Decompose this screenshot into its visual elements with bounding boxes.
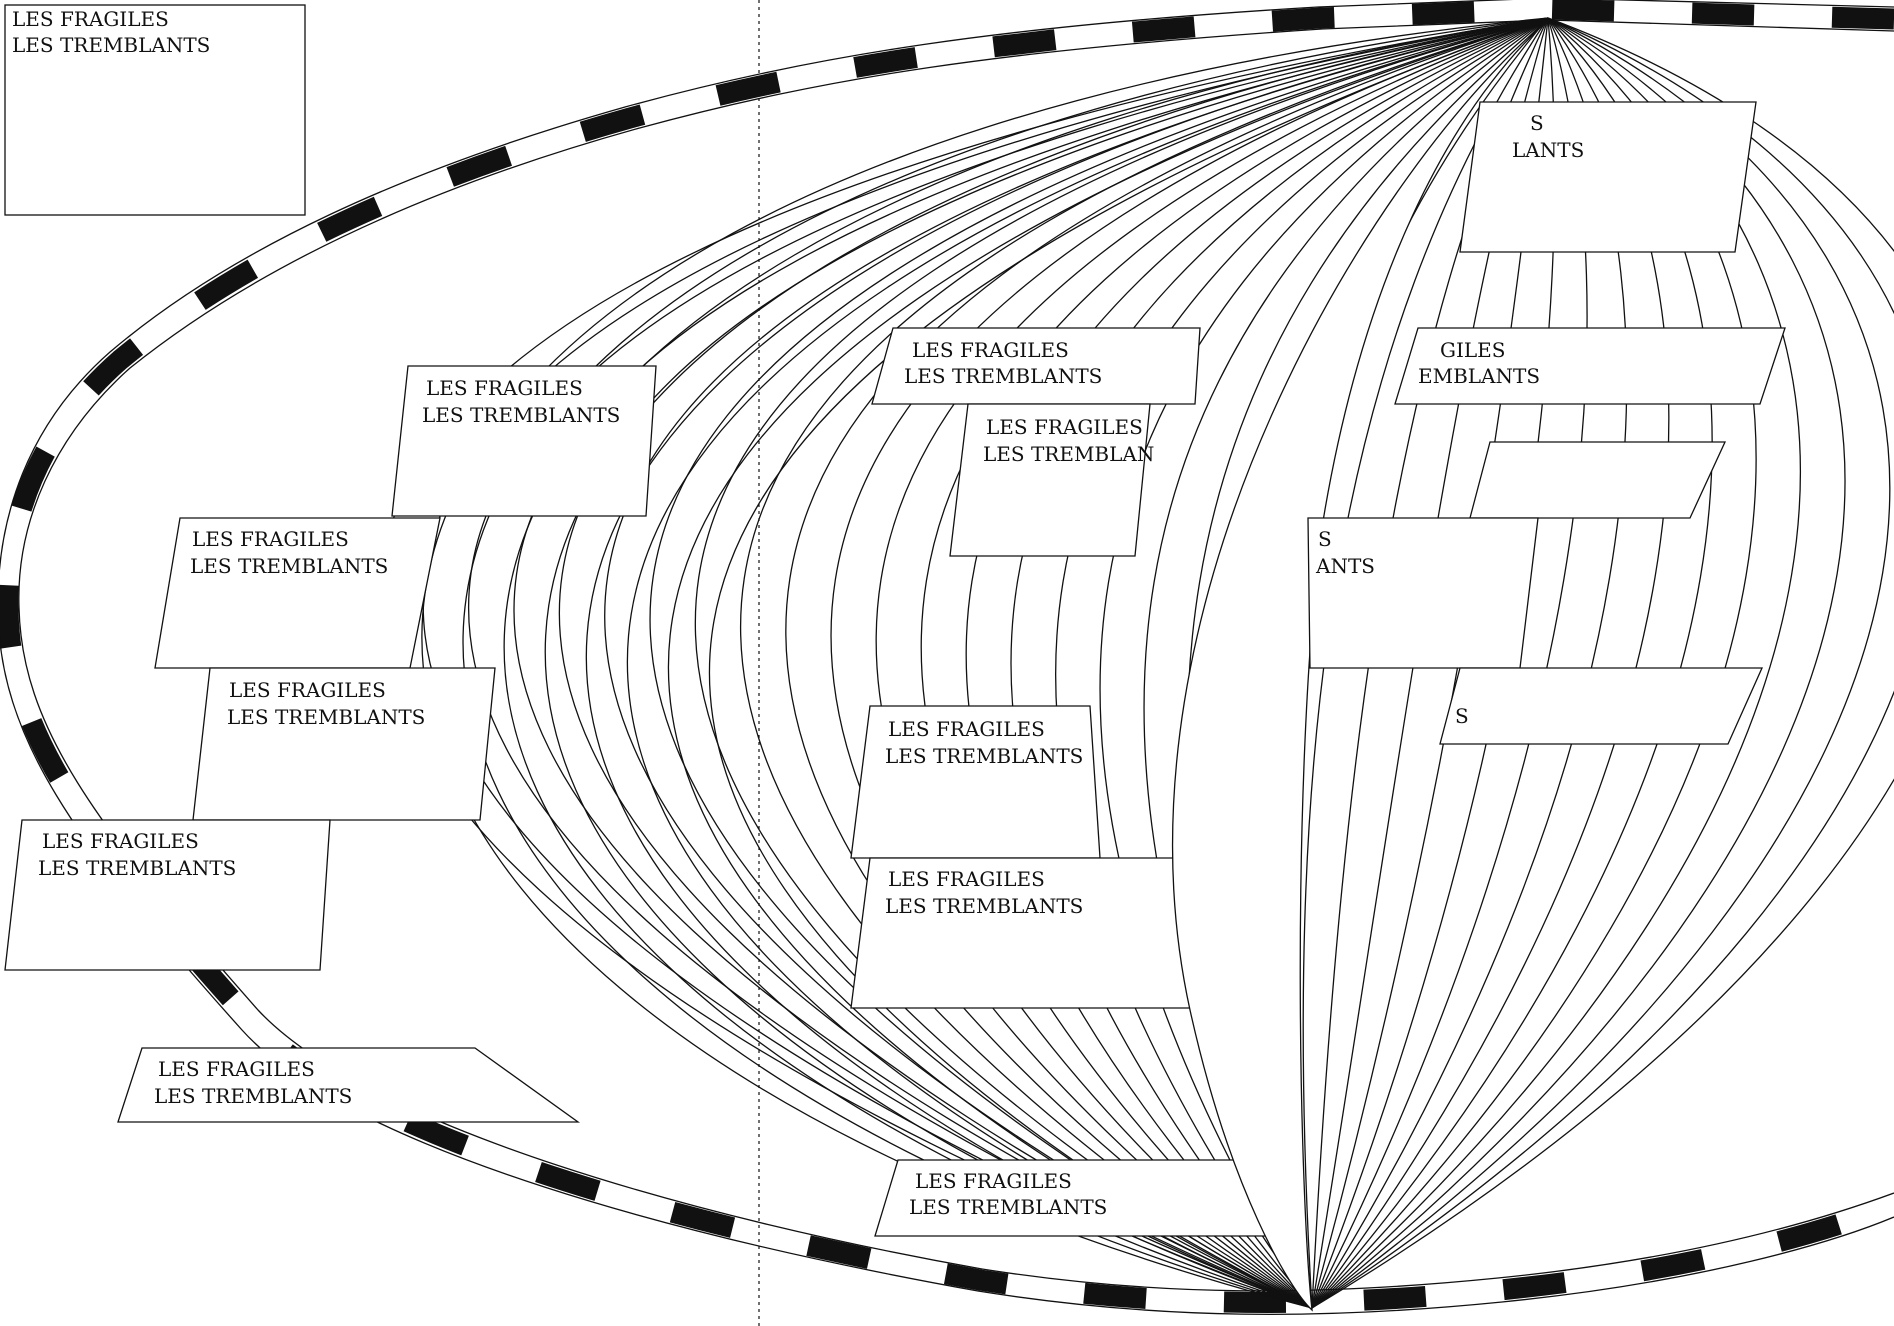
label-card: LES FRAGILES LES TREMBLANTS — [117, 1047, 581, 1123]
card-label-line2: LES TREMBLANTS — [885, 894, 1083, 918]
card-label-line2: ANTS — [1315, 554, 1375, 578]
label-card: LES FRAGILES LES TREMBLANTS — [192, 667, 496, 821]
card-label-line1: LES FRAGILES — [915, 1169, 1072, 1193]
label-card: LES FRAGILES LES TREMBLAN — [949, 403, 1154, 557]
meridian-line — [785, 17, 1549, 1309]
meridian-line — [558, 17, 1549, 1309]
label-card: LES FRAGILES LES TREMBLANTS — [850, 857, 1206, 1009]
card-label-line2: LES TREMBLANTS — [190, 554, 388, 578]
meridian-line — [667, 17, 1549, 1309]
meridian-line — [649, 17, 1549, 1309]
meridian-line — [544, 17, 1549, 1309]
label-card: LES FRAGILES LES TREMBLANTS — [871, 327, 1201, 405]
card-label-line1: S — [1455, 704, 1469, 728]
meridian-line — [626, 17, 1549, 1309]
card-label-line2: EMBLANTS — [1418, 364, 1540, 388]
meridian-line — [604, 17, 1549, 1309]
label-card: GILES EMBLANTS — [1394, 327, 1786, 405]
card-label-line1: LES FRAGILES — [426, 376, 583, 400]
meridian-line — [709, 17, 1549, 1309]
label-card: S ANTS — [1307, 517, 1539, 669]
card-label-line2: LES TREMBLANTS — [38, 856, 236, 880]
card-label-line2: LES TREMBLANTS — [909, 1195, 1107, 1219]
card-label-line2: LES TREMBLANTS — [227, 705, 425, 729]
label-card: LES FRAGILES LES TREMBLANTS — [850, 705, 1101, 859]
meridian-line — [1311, 17, 1894, 1309]
card-label-line2: LES TREMBLAN — [983, 442, 1154, 466]
meridian-line — [462, 17, 1549, 1309]
corner-label-line2: LES TREMBLANTS — [12, 33, 210, 57]
meridian-line — [875, 17, 1549, 1309]
meridian-line — [503, 17, 1549, 1309]
card-label-line2: LES TREMBLANTS — [154, 1084, 352, 1108]
meridian-line — [920, 17, 1549, 1309]
meridian-line — [1311, 17, 1894, 1309]
label-card: S LANTS — [1459, 101, 1757, 253]
meridian-line — [1054, 17, 1549, 1309]
label-card: LES FRAGILES LES TREMBLANTS — [4, 819, 331, 971]
meridian-line — [1099, 17, 1549, 1309]
label-card — [1469, 441, 1727, 519]
card-label-line2: LANTS — [1512, 138, 1584, 162]
card-label-line1: LES FRAGILES — [986, 415, 1143, 439]
card-label-line1: GILES — [1440, 338, 1505, 362]
card-label-line1: LES FRAGILES — [888, 717, 1045, 741]
label-card: LES FRAGILES LES TREMBLANTS — [391, 365, 657, 517]
card-label-line2: LES TREMBLANTS — [885, 744, 1083, 768]
card-label-line2: LES TREMBLANTS — [422, 403, 620, 427]
card-label-line1: S — [1318, 527, 1332, 551]
meridian-line — [694, 17, 1549, 1309]
corner-label-box: LES FRAGILES LES TREMBLANTS — [4, 4, 306, 216]
meridian-line — [965, 17, 1549, 1309]
label-card: LES FRAGILES LES TREMBLANTS — [874, 1159, 1273, 1237]
card-label-line2: LES TREMBLANTS — [904, 364, 1102, 388]
card-label-line1: LES FRAGILES — [158, 1057, 315, 1081]
card-label-line1: S — [1530, 111, 1544, 135]
card-label-line1: LES FRAGILES — [912, 338, 1069, 362]
card-label-line1: LES FRAGILES — [42, 829, 199, 853]
meridian-line — [513, 17, 1549, 1309]
card-label-line1: LES FRAGILES — [888, 867, 1045, 891]
label-card: LES FRAGILES LES TREMBLANTS — [154, 517, 441, 669]
meridian-line — [830, 17, 1549, 1309]
meridian-line — [1010, 17, 1549, 1309]
corner-label-line1: LES FRAGILES — [12, 7, 169, 31]
central-lobe — [1172, 19, 1549, 1312]
label-card: S — [1439, 667, 1764, 745]
ellipse-border-inner — [18, 19, 1894, 1292]
card-label-line1: LES FRAGILES — [192, 527, 349, 551]
card-label-line1: LES FRAGILES — [229, 678, 386, 702]
meridian-line — [585, 17, 1549, 1309]
